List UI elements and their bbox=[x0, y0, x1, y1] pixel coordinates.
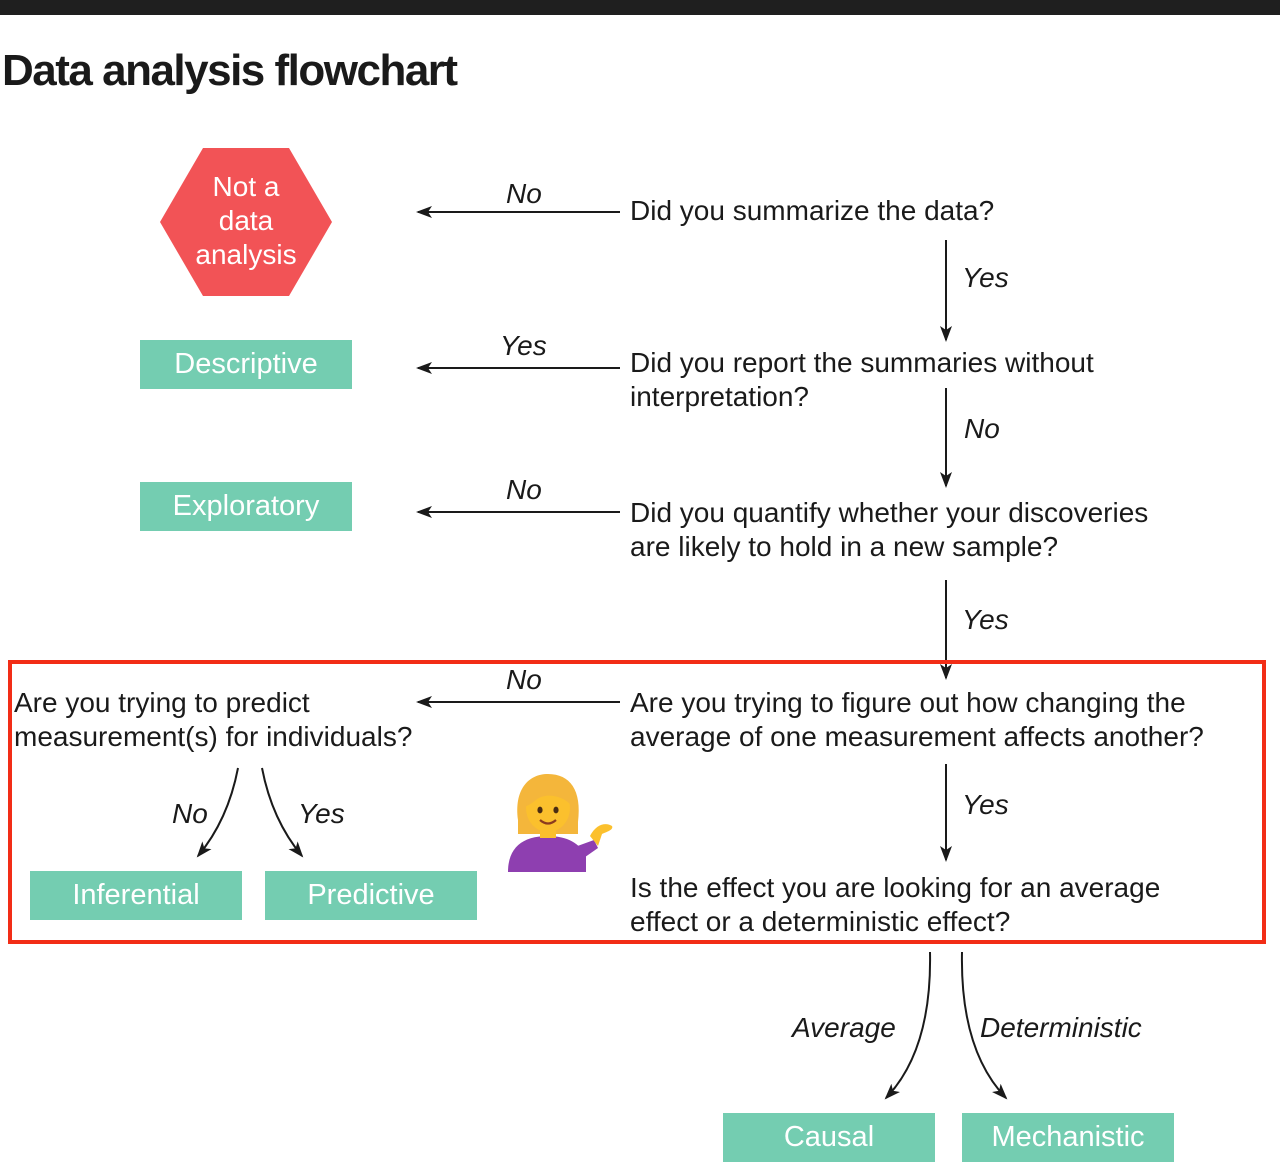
q5-line-1: Are you trying to predict bbox=[14, 687, 310, 718]
q3-line-1: Did you quantify whether your discoverie… bbox=[630, 497, 1149, 528]
person-tipping-hand-icon bbox=[506, 770, 616, 872]
mechanistic-box: Mechanistic bbox=[962, 1113, 1174, 1162]
causal-box: Causal bbox=[723, 1113, 935, 1162]
edge-label-q4-no: No bbox=[506, 664, 542, 695]
edge-label-q5-no: No bbox=[172, 798, 208, 829]
not-analysis-line-1: Not a bbox=[212, 171, 280, 202]
edge-label-q3-yes: Yes bbox=[962, 604, 1009, 635]
edge-label-q1-no: No bbox=[506, 178, 542, 209]
not-data-analysis-hexagon: Not a data analysis bbox=[160, 148, 332, 296]
not-analysis-line-3: analysis bbox=[195, 239, 297, 270]
edge-label-q2-no: No bbox=[964, 413, 1000, 444]
arrow-q6-deterministic bbox=[960, 951, 1008, 1100]
q6-line-2: effect or a deterministic effect? bbox=[630, 906, 1011, 937]
exploratory-box: Exploratory bbox=[140, 482, 352, 531]
edge-label-q2-yes: Yes bbox=[500, 330, 547, 361]
question-average-or-deterministic: Is the effect you are looking for an ave… bbox=[630, 871, 1160, 939]
predictive-box: Predictive bbox=[265, 871, 477, 920]
edge-label-q1-yes: Yes bbox=[962, 262, 1009, 293]
question-predict-individuals: Are you trying to predict measurement(s)… bbox=[14, 686, 412, 754]
question-figure-out-average: Are you trying to figure out how changin… bbox=[630, 686, 1204, 754]
q4-line-2: average of one measurement affects anoth… bbox=[630, 721, 1204, 752]
top-bar bbox=[0, 0, 1280, 15]
person-tipping-hand-graphic bbox=[508, 774, 613, 872]
edge-label-q5-yes: Yes bbox=[298, 798, 345, 829]
arrow-q5-no bbox=[196, 767, 239, 858]
arrow-q6-average bbox=[884, 951, 932, 1100]
arrow-q5-yes bbox=[261, 767, 304, 858]
edge-label-q6-deterministic: Deterministic bbox=[980, 1012, 1142, 1043]
q5-line-2: measurement(s) for individuals? bbox=[14, 721, 413, 752]
descriptive-box: Descriptive bbox=[140, 340, 352, 389]
q6-line-1: Is the effect you are looking for an ave… bbox=[630, 872, 1161, 903]
highlight-rectangle bbox=[8, 660, 1266, 944]
not-data-analysis-label: Not a data analysis bbox=[160, 170, 332, 272]
q4-line-1: Are you trying to figure out how changin… bbox=[630, 687, 1186, 718]
question-summarize: Did you summarize the data? bbox=[630, 195, 995, 226]
q2-line-2: interpretation? bbox=[630, 381, 810, 412]
edge-label-q6-average: Average bbox=[792, 1012, 896, 1043]
not-analysis-line-2: data bbox=[218, 205, 274, 236]
question-report-summaries: Did you report the summaries without int… bbox=[630, 346, 1094, 414]
q3-line-2: are likely to hold in a new sample? bbox=[630, 531, 1059, 562]
hexagon-shape bbox=[160, 148, 332, 296]
inferential-box: Inferential bbox=[30, 871, 242, 920]
page-title: Data analysis flowchart bbox=[2, 46, 458, 95]
edge-label-q3-no: No bbox=[506, 474, 542, 505]
edge-label-q4-yes: Yes bbox=[962, 789, 1009, 820]
question-quantify-discoveries: Did you quantify whether your discoverie… bbox=[630, 496, 1148, 564]
q2-line-1: Did you report the summaries without bbox=[630, 347, 1094, 378]
